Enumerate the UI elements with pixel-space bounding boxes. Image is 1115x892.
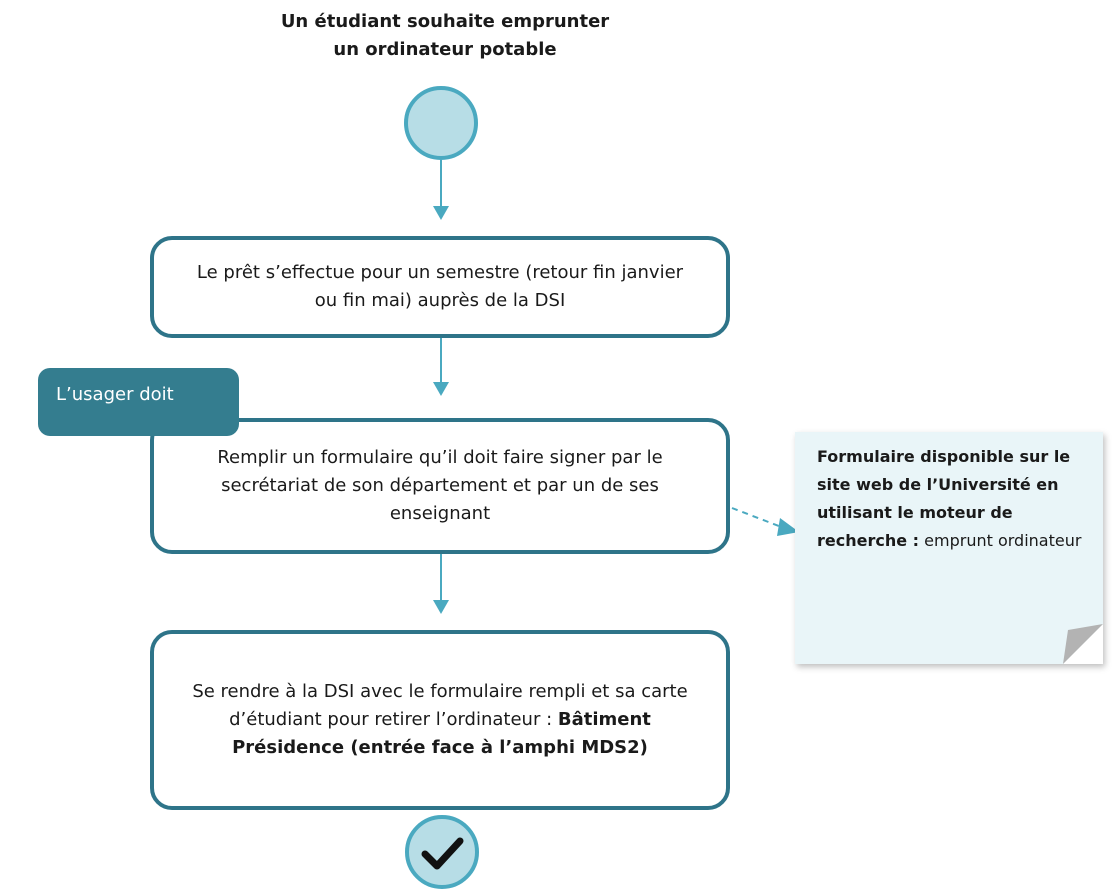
arrowhead-step1 — [433, 206, 449, 220]
diagram-title: Un étudiant souhaite emprunter un ordina… — [215, 8, 675, 64]
arrowhead-step3 — [433, 600, 449, 614]
connector-step2-to-note — [731, 507, 785, 529]
step-3-text: Se rendre à la DSI avec le formulaire re… — [184, 678, 696, 762]
step-2-text: Remplir un formulaire qu’il doit faire s… — [217, 447, 663, 524]
note-fold-flap — [1063, 624, 1103, 664]
actor-tag-label: L’usager doit — [56, 384, 174, 405]
note-text: Formulaire disponible sur le site web de… — [817, 443, 1097, 555]
arrowhead-note — [777, 518, 799, 536]
step-2-box: Remplir un formulaire qu’il doit faire s… — [150, 418, 730, 554]
note-card — [795, 432, 1103, 664]
step-1-box: Le prêt s’effectue pour un semestre (ret… — [150, 236, 730, 338]
step-3-box: Se rendre à la DSI avec le formulaire re… — [150, 630, 730, 810]
note-text-bold: Formulaire disponible sur le site web de… — [817, 447, 1071, 550]
step-3-text-normal: Se rendre à la DSI avec le formulaire re… — [192, 681, 688, 730]
check-icon — [421, 837, 464, 870]
step-1-text: Le prêt s’effectue pour un semestre (ret… — [196, 262, 684, 311]
note-text-normal: emprunt ordinateur — [919, 531, 1082, 550]
start-node — [404, 86, 478, 160]
end-node — [405, 815, 479, 889]
arrowhead-step2 — [433, 382, 449, 396]
title-line-2: un ordinateur potable — [333, 39, 557, 60]
actor-tag: L’usager doit — [38, 368, 239, 436]
title-line-1: Un étudiant souhaite emprunter — [280, 11, 610, 32]
step-3-text-bold: Bâtiment Présidence (entrée face à l’amp… — [232, 709, 651, 758]
